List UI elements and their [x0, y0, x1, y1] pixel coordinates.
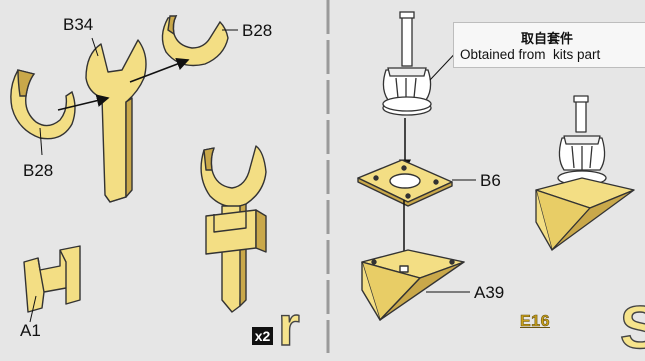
label-b34: B34: [63, 16, 93, 33]
arrow-ring-to-wrench: [58, 98, 108, 110]
wrench-b34: [86, 40, 146, 202]
plate-b6: [358, 160, 452, 206]
step-marker: E16: [520, 313, 550, 331]
bracket-a1: [24, 246, 80, 312]
section-letter-right: S: [620, 298, 645, 358]
label-b28-left: B28: [23, 162, 53, 179]
ring-b28-top: [162, 16, 228, 66]
label-a1: A1: [20, 322, 41, 339]
ring-b28-left: [11, 70, 75, 139]
quantity-badge: x2: [252, 327, 273, 345]
spinner-exploded: [383, 12, 431, 115]
kit-part-note: 取自套件 Obtained from kits part: [453, 22, 645, 68]
base-a39: [362, 250, 464, 320]
spinner-assembled: [536, 96, 634, 250]
note-english: Obtained from kits part: [460, 47, 600, 62]
label-b6: B6: [480, 172, 501, 189]
note-chinese: 取自套件: [454, 28, 640, 47]
assembled-wrench: [201, 146, 266, 312]
label-b28-top: B28: [242, 22, 272, 39]
section-letter-left: r: [278, 298, 300, 354]
label-a39: A39: [474, 284, 504, 301]
